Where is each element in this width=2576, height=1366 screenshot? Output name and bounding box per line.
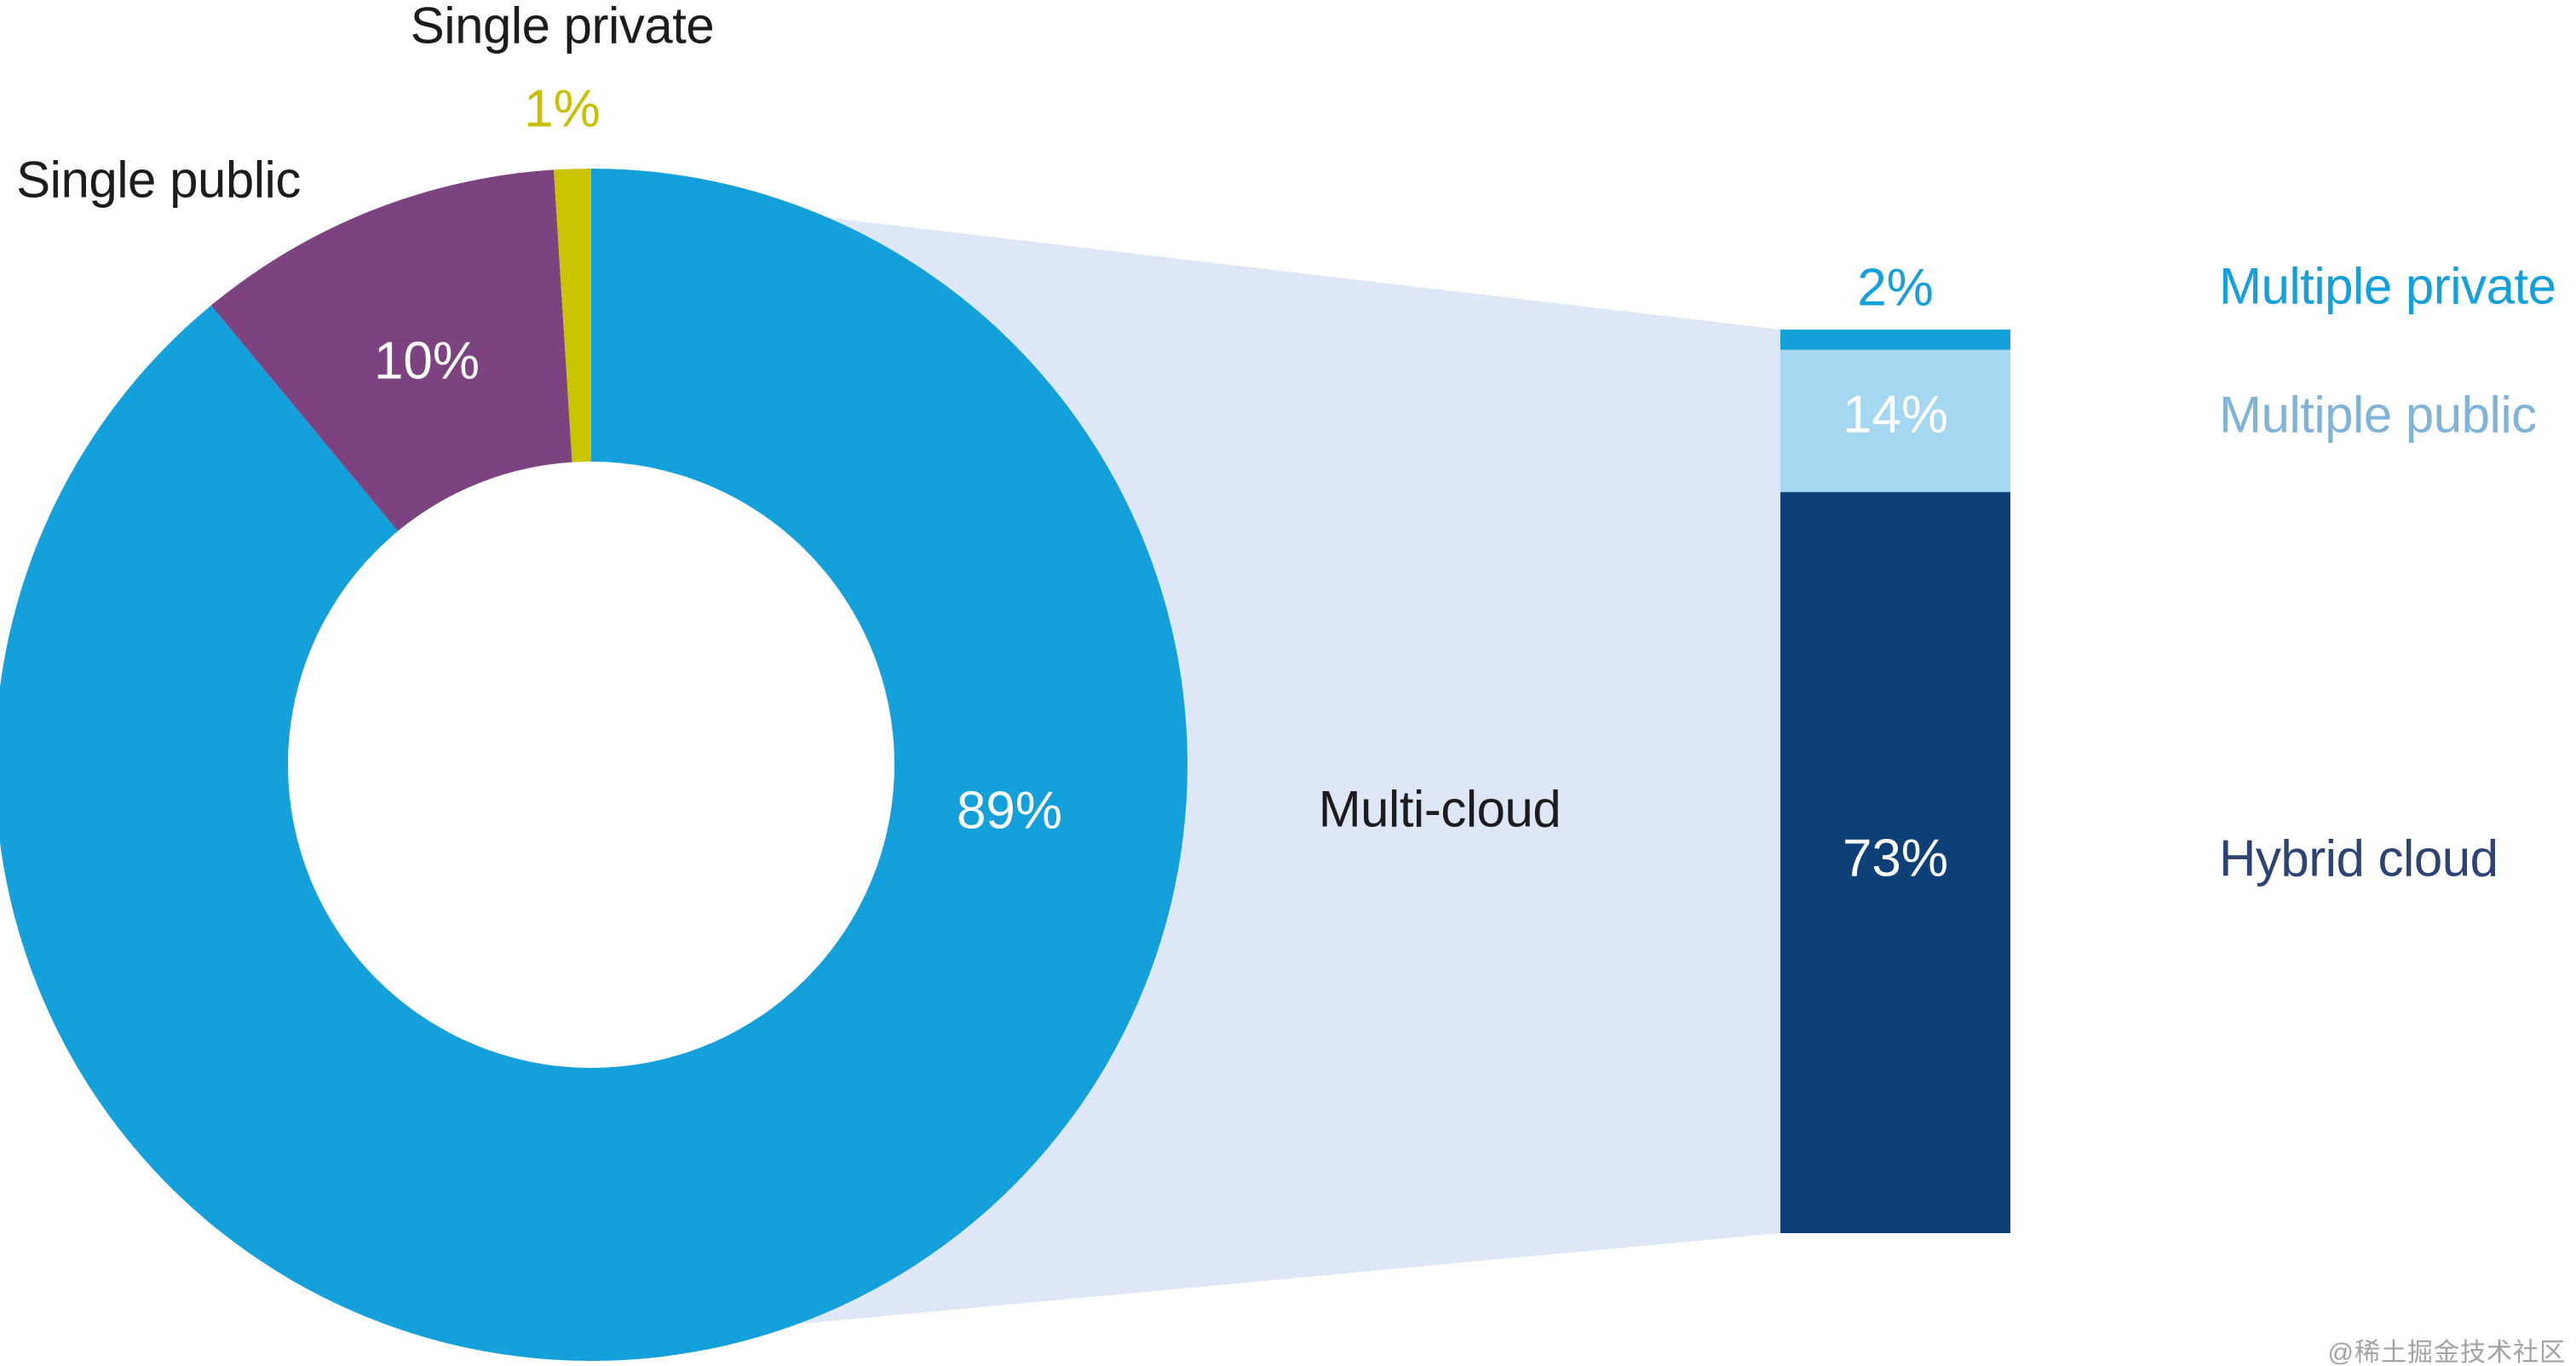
donut-hole xyxy=(288,462,894,1068)
watermark: @稀土掘金技术社区 xyxy=(2327,1339,2566,1366)
hybrid-cloud-label: Hybrid cloud xyxy=(2219,829,2498,887)
multiple-public-value: 14% xyxy=(1842,385,1949,445)
multiple-private-value: 2% xyxy=(1857,258,1934,318)
multi-cloud-label: Multi-cloud xyxy=(1318,780,1561,838)
bar-segment xyxy=(1780,491,2010,1233)
multi-cloud-value: 89% xyxy=(956,781,1063,841)
single-public-value: 10% xyxy=(373,331,480,391)
bar-segment xyxy=(1780,349,2010,492)
single-private-value: 1% xyxy=(524,79,601,139)
hybrid-cloud-value: 73% xyxy=(1842,829,1949,888)
bar-segment xyxy=(1780,330,2010,350)
multiple-private-label: Multiple private xyxy=(2219,257,2556,315)
single-public-label: Single public xyxy=(16,151,301,209)
multiple-public-label: Multiple public xyxy=(2219,386,2537,444)
single-private-label: Single private xyxy=(410,0,715,55)
